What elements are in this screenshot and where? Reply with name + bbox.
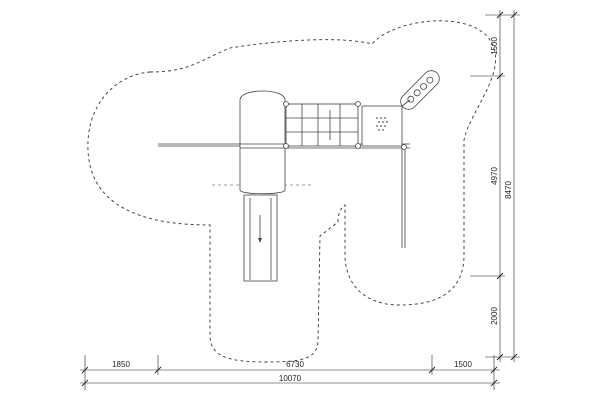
dim-bottom-total: 10070 <box>279 374 302 383</box>
square-platform <box>361 105 403 147</box>
dim-bottom-1: 1850 <box>112 360 130 369</box>
dim-ticks <box>81 366 498 387</box>
dim-bottom-3: 1500 <box>454 360 472 369</box>
post <box>283 101 289 107</box>
dim-ticks <box>496 11 518 361</box>
dim-right-1: 1500 <box>490 37 499 55</box>
slide-direction-arrowhead <box>258 238 262 243</box>
net-bridge <box>285 103 359 147</box>
dim-right-2: 4970 <box>490 167 499 185</box>
tower-platform <box>239 90 286 195</box>
post <box>355 101 361 107</box>
post <box>283 143 289 149</box>
dim-bottom-2: 6730 <box>286 360 304 369</box>
post <box>401 144 407 150</box>
dim-right-total: 8470 <box>504 181 513 199</box>
safety-zone-outline <box>87 20 496 363</box>
dim-right-3: 2000 <box>490 307 499 325</box>
post <box>355 143 361 149</box>
ladder-connector <box>401 99 411 107</box>
activity-panel-dots <box>376 117 388 131</box>
climbing-ladder <box>400 70 440 110</box>
